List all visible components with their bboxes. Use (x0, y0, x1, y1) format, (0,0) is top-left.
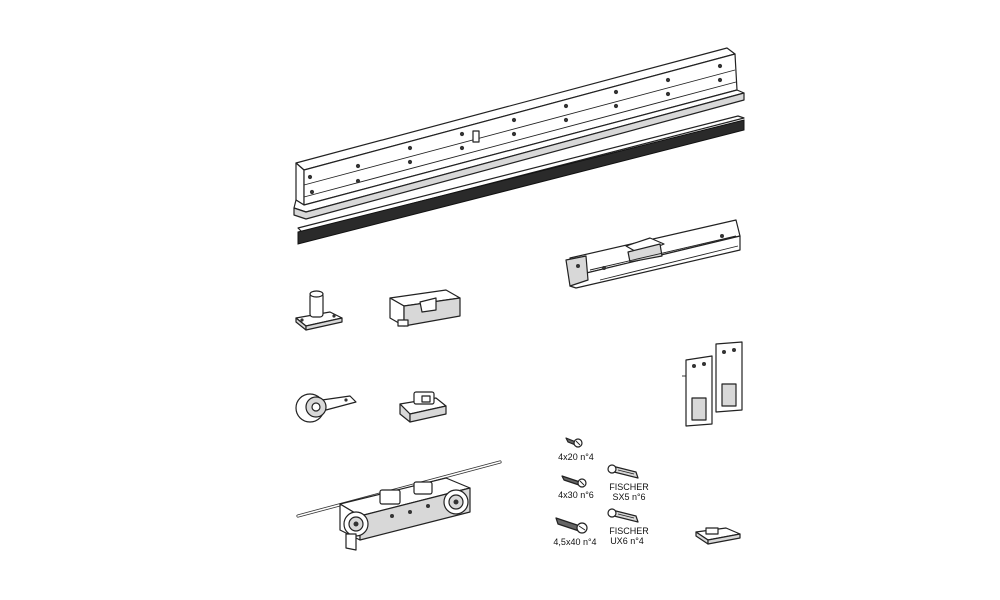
small-floor-bracket (695, 527, 741, 545)
clip-bracket (399, 391, 447, 423)
stopper-block (389, 289, 461, 327)
soft-close-damper (565, 219, 741, 289)
label-plug-sx5-size: SX5 n°6 (612, 492, 646, 502)
label-plug-ux6-brand: FISCHER (609, 526, 649, 536)
label-screw-4-5x40: 4,5x40 n°4 (553, 537, 597, 547)
plug-ux6 (607, 508, 639, 523)
plug-sx5 (607, 464, 639, 479)
label-plug-sx5-brand: FISCHER (609, 482, 649, 492)
screw-4x30 (561, 475, 587, 488)
label-screw-4x20: 4x20 n°4 (558, 452, 594, 462)
brush-strip (297, 115, 745, 245)
track-rail (293, 47, 745, 220)
screw-4-5x40 (555, 517, 588, 534)
carriage-assembly (296, 460, 502, 551)
screw-4x20 (565, 437, 583, 448)
bottom-wheel-guide (295, 393, 357, 423)
wall-plate-pair (682, 341, 743, 427)
label-screw-4x30: 4x30 n°6 (558, 490, 594, 500)
floor-guide-pin (295, 290, 343, 331)
label-plug-ux6-size: UX6 n°4 (610, 536, 644, 546)
